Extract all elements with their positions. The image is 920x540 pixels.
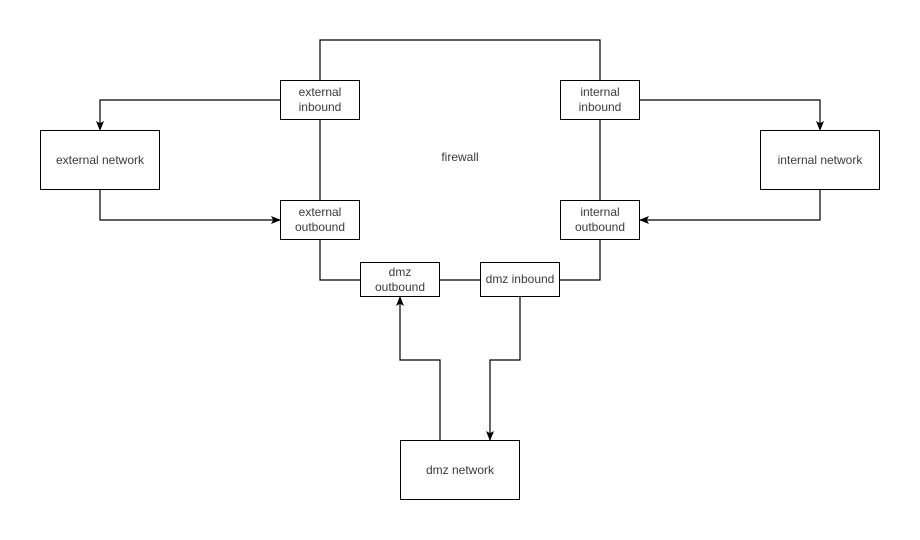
node-dmz-inbound[interactable]: dmz inbound	[480, 262, 560, 297]
connector-dmz-inbound-to-dmz-network	[486, 297, 521, 441]
connector-external-network-to-external-outbound	[99, 190, 281, 224]
node-dmz-inbound-label: dmz inbound	[485, 272, 555, 286]
node-internal-inbound-label: internal inbound	[578, 85, 622, 114]
node-external-outbound[interactable]: external outbound	[280, 200, 360, 240]
connector-internal-inbound-to-internal-network	[640, 99, 824, 131]
node-external-network-label: external network	[55, 152, 145, 167]
connector-internal-network-to-internal-outbound	[639, 190, 821, 224]
node-internal-outbound[interactable]: internal outbound	[560, 200, 640, 240]
node-external-outbound-label: external outbound	[294, 205, 346, 234]
node-dmz-network[interactable]: dmz network	[400, 440, 520, 500]
node-internal-inbound[interactable]: internal inbound	[560, 80, 640, 120]
firewall-label-text: firewall	[441, 150, 479, 164]
node-internal-network[interactable]: internal network	[760, 130, 880, 190]
node-external-inbound-label: external inbound	[298, 85, 342, 114]
node-external-network[interactable]: external network	[40, 130, 160, 190]
firewall-label: firewall	[410, 150, 510, 165]
node-dmz-outbound[interactable]: dmz outbound	[360, 262, 440, 297]
node-internal-outbound-label: internal outbound	[574, 205, 626, 234]
connector-dmz-network-to-dmz-outbound	[396, 296, 441, 440]
connector-dmz-inbound-to-internal-outbound	[560, 240, 601, 281]
node-internal-network-label: internal network	[777, 152, 863, 167]
node-external-inbound[interactable]: external inbound	[280, 80, 360, 120]
connector-external-outbound-to-dmz-outbound	[319, 240, 360, 281]
node-dmz-outbound-label: dmz outbound	[374, 264, 426, 294]
node-dmz-network-label: dmz network	[425, 462, 495, 477]
connector-external-inbound-to-internal-inbound	[319, 39, 601, 80]
connector-external-inbound-to-external-network	[96, 99, 280, 131]
